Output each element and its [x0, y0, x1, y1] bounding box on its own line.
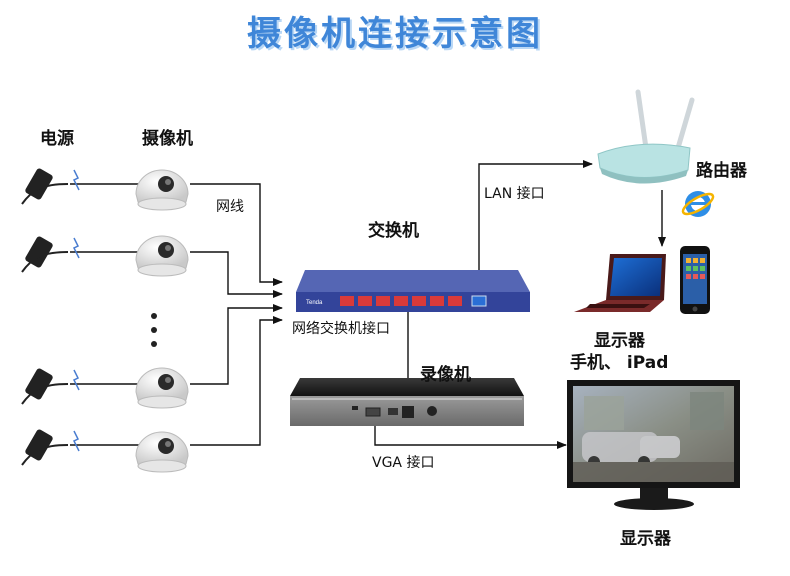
label-lan-port: LAN 接口: [484, 186, 545, 202]
label-switch: 交换机: [368, 221, 419, 241]
power-adapter-icon: [21, 168, 80, 205]
ellipsis-dots: [151, 313, 157, 347]
laptop-icon: [574, 254, 666, 312]
dome-camera-icon: [135, 235, 189, 277]
label-display-mobile: 显示器: [594, 331, 645, 351]
dome-camera-icon: [135, 431, 189, 473]
ie-browser-icon: [681, 191, 715, 217]
dome-camera-icon: [135, 169, 189, 211]
power-adapter-icon: [21, 368, 80, 405]
label-router: 路由器: [696, 161, 747, 181]
cable-switch-router: [478, 160, 593, 296]
label-monitor: 显示器: [620, 529, 671, 549]
lcd-monitor-icon: [567, 380, 740, 510]
wifi-router-icon: [597, 89, 695, 184]
label-power: 电源: [40, 129, 74, 149]
power-adapter-icon: [21, 236, 80, 273]
dome-camera-icon: [135, 367, 189, 409]
label-mobile-devices: 手机、 iPad: [570, 353, 669, 373]
nvr-recorder-icon: [290, 378, 524, 426]
cable-camera-4: [190, 316, 283, 446]
cable-camera-2: [190, 251, 283, 298]
label-vga-port: VGA 接口: [372, 455, 435, 471]
page-title: 摄像机连接示意图: [247, 14, 543, 54]
cable-camera-1: [190, 183, 283, 286]
cable-camera-3: [190, 304, 283, 385]
power-adapter-icon: [21, 429, 80, 466]
label-network-cable: 网线: [216, 199, 244, 215]
network-switch-icon: Tenda: [296, 270, 530, 312]
label-nvr: 录像机: [420, 365, 471, 385]
svg-text:Tenda: Tenda: [306, 300, 323, 306]
label-camera: 摄像机: [142, 129, 193, 149]
smartphone-icon: [680, 246, 710, 314]
label-switch-port: 网络交换机接口: [292, 321, 390, 337]
